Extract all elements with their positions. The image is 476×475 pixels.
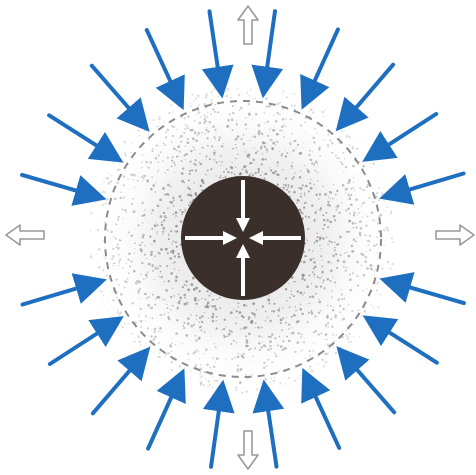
blue-inward-arrow-icon <box>49 115 117 158</box>
blue-inward-arrow-icon <box>147 30 181 103</box>
hollow-outward-arrow-icon <box>238 431 258 469</box>
blue-inward-arrow-icon <box>148 376 181 449</box>
blue-inward-arrow-icon <box>23 282 100 305</box>
blue-inward-arrow-icon <box>305 30 338 103</box>
blue-inward-arrow-icon <box>369 320 437 363</box>
blue-inward-arrow-icon <box>265 387 277 466</box>
blue-inward-arrow-icon <box>387 174 464 197</box>
blue-inward-arrow-icon <box>306 375 340 448</box>
blue-inward-arrow-icon <box>210 11 222 90</box>
blue-inward-arrow-icon <box>92 66 145 126</box>
hollow-outward-arrow-icon <box>6 225 44 245</box>
hollow-outward-arrow-icon <box>436 225 474 245</box>
blue-inward-arrow-icon <box>264 11 275 90</box>
blue-inward-arrow-icon <box>369 114 436 158</box>
blue-inward-arrow-icon <box>342 352 395 412</box>
blue-inward-arrow-icon <box>22 175 99 197</box>
blue-inward-arrow-icon <box>93 353 145 414</box>
blue-inward-arrow-icon <box>50 321 117 365</box>
blue-inward-arrow-icon <box>341 65 393 126</box>
blue-inward-arrow-icon <box>387 281 464 303</box>
hollow-outward-arrow-icon <box>238 6 258 44</box>
blue-inward-arrow-icon <box>211 388 222 467</box>
